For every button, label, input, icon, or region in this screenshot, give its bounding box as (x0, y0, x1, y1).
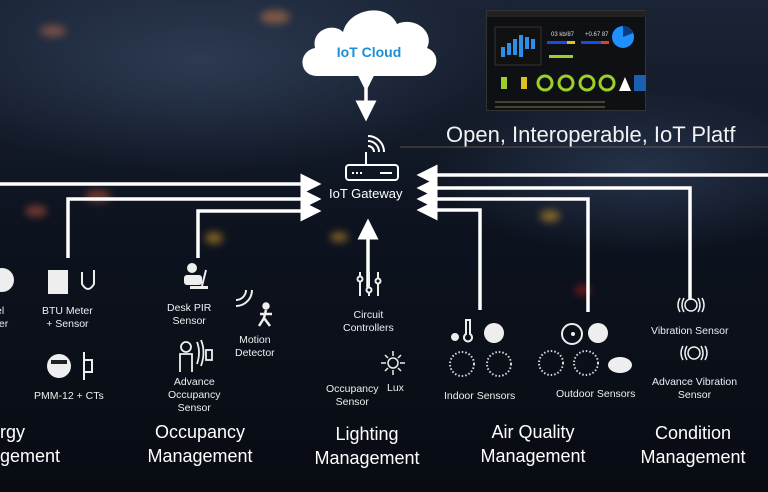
energy-management-heading: rgy gement (0, 420, 60, 468)
label-line: el (0, 305, 5, 317)
bokeh-light (260, 10, 290, 24)
temperature-probe-icon (81, 270, 95, 290)
outdoor-arrow (416, 188, 590, 312)
iot-cloud-label: IoT Cloud (336, 44, 402, 60)
vibration-icon (677, 297, 705, 313)
router-icon (345, 135, 399, 181)
bokeh-light (205, 232, 223, 244)
heading-line: Management (480, 446, 586, 466)
heading-line: Condition (654, 423, 732, 443)
pm25-dots-icon (449, 351, 475, 377)
label-line: Circuit (353, 309, 384, 321)
label-line: Sensor (335, 396, 369, 408)
wireless-signal-icon (235, 289, 253, 307)
bokeh-light (40, 25, 66, 37)
bokeh-light (25, 205, 47, 217)
btu-arrow (66, 188, 322, 258)
label-line: Desk PIR (167, 302, 212, 314)
heading-line: Management (640, 447, 746, 467)
label-line: + Sensor (46, 318, 89, 330)
platform-title: Open, Interoperable, IoT Platf (446, 122, 736, 147)
label-line: Advance Vibration (652, 376, 738, 388)
power-meter-icon (47, 354, 71, 378)
heading-line: Management (314, 448, 420, 468)
heading-line: rgy (0, 422, 26, 442)
person-silhouette-icon (179, 339, 213, 372)
label-line: BTU Meter (42, 305, 93, 317)
outdoor-sensors-label: Outdoor Sensors (556, 388, 636, 400)
heading-line: Management (147, 446, 253, 466)
label-line: ter (0, 318, 9, 330)
co2-icon (484, 323, 504, 343)
current-transformer-icon (83, 352, 93, 380)
occupancy-arrow (196, 200, 322, 258)
pm10-dots-icon (486, 351, 512, 377)
indoor-arrow (416, 199, 482, 310)
label-line: Occupancy (326, 383, 379, 395)
outdoor-meter-icon (561, 323, 583, 345)
heading-line: Lighting (335, 424, 399, 444)
lux-sun-icon (381, 351, 405, 375)
label-line: Advance (173, 376, 215, 388)
advanced-vibration-icon (680, 345, 708, 361)
fuel-meter-label: elter (0, 305, 8, 331)
walking-person-icon (257, 302, 272, 327)
sliders-icon (356, 272, 382, 296)
desk-person-icon (184, 263, 208, 289)
indoor-sensors-label: Indoor Sensors (444, 390, 516, 402)
label-line: Detector (235, 347, 275, 359)
fuel-meter-icon (0, 268, 14, 292)
condition-arrow (416, 177, 692, 300)
btu-meter-label: BTU Meter+ Sensor (42, 305, 93, 331)
heading-line: gement (0, 446, 61, 466)
label-line: Occupancy (168, 389, 221, 401)
svg-text:03 kb/87: 03 kb/87 (551, 32, 575, 38)
no2-cloud-icon (608, 357, 632, 373)
bokeh-light (540, 210, 560, 222)
pm25-dots-icon (538, 350, 564, 376)
iot-gateway-label: IoT Gateway (329, 186, 403, 201)
btu-meter-icon (48, 270, 68, 294)
label-line: Motion (239, 334, 271, 346)
label-line: Sensor (172, 315, 206, 327)
heading-line: Occupancy (154, 422, 246, 442)
temperature-humidity-icon (451, 319, 473, 343)
pm10-dots-icon (573, 350, 599, 376)
bokeh-light (575, 285, 591, 295)
lux-label: Lux (387, 382, 404, 394)
svg-text:+0.67 87: +0.67 87 (585, 32, 609, 38)
pmm-label: PMM-12 + CTs (34, 390, 104, 402)
label-line: Controllers (343, 322, 394, 334)
co2-icon (588, 323, 608, 343)
dashboard-screenshot: 03 kb/87 +0.67 87 (486, 10, 647, 111)
bokeh-light (330, 232, 348, 242)
vibration-sensor-label: Vibration Sensor (651, 325, 729, 337)
label-line: Sensor (177, 402, 211, 414)
cloud-icon (302, 10, 437, 76)
label-line: Sensor (677, 389, 712, 401)
heading-line: Air Quality (491, 422, 575, 442)
